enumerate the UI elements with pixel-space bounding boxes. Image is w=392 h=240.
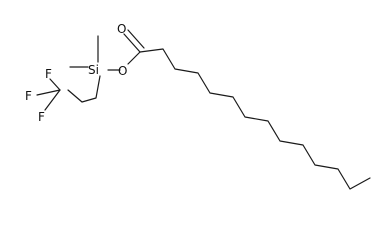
molecule-structure: O O Si F F F — [25, 22, 371, 190]
carbonyl-double-bond-2 — [127, 29, 145, 49]
trifluoropropyl-chain — [67, 75, 101, 103]
atom-o-carbonyl: O — [117, 22, 126, 36]
atom-f-bottom: F — [38, 110, 45, 124]
cf-bond-mid — [36, 89, 61, 96]
alkyl-chain — [139, 48, 371, 190]
cf-bond-bottom — [44, 89, 61, 111]
cf-bond-top — [49, 78, 61, 91]
atom-o-ester: O — [118, 64, 127, 78]
o-c-carbonyl-bond — [127, 51, 141, 65]
atom-si: Si — [88, 63, 99, 77]
carbonyl-double-bond-1 — [123, 33, 141, 53]
atom-f-mid: F — [25, 89, 32, 103]
atom-f-top: F — [45, 67, 52, 81]
